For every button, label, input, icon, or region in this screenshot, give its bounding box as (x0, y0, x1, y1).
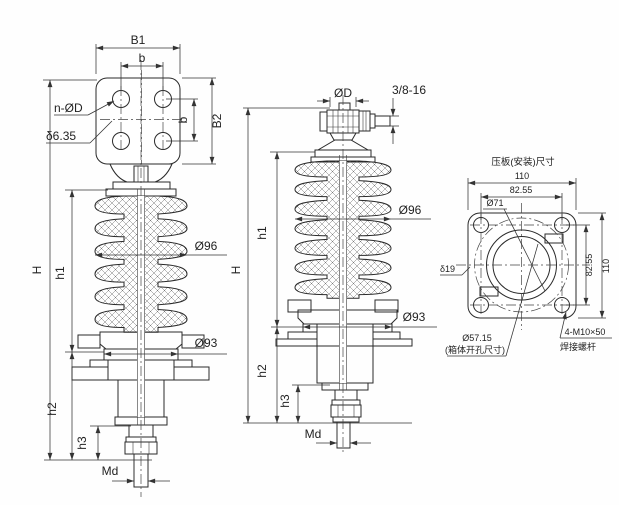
terminal-clamp (310, 102, 391, 163)
dim-md-left: Md (102, 464, 119, 478)
dim-b1: B1 (131, 33, 146, 47)
dim-h2-left: h2 (45, 402, 59, 416)
dim-8255-right: 82.55 (584, 254, 594, 277)
dim-b-top: b (139, 51, 146, 65)
center-rod (137, 60, 145, 497)
dim-h1-left: h1 (53, 266, 67, 280)
label-studs-spec: 4-M10×50 (565, 327, 606, 337)
dim-d93-mid: Ø93 (403, 310, 426, 324)
dim-d5715: Ø57.15 (462, 333, 492, 343)
label-n-holes: n-ØD (54, 101, 83, 115)
insulator-terminal-view: ØD 3/8-16 H h1 h2 h3 Md Ø96 Ø93 (229, 83, 437, 455)
dim-d93-left: Ø93 (195, 336, 218, 350)
dim-h3-mid: h3 (278, 394, 292, 408)
plate-dimensions: 110 82.55 Ø71 82.55 110 δ19 Ø57.15 (箱体开孔… (440, 171, 612, 357)
left-dimensions: B1 b B2 b n-ØD δ6.35 H h1 h2 h3 Md Ø96 Ø… (30, 33, 227, 485)
insulator-front-view: B1 b B2 b n-ØD δ6.35 H h1 h2 h3 Md Ø96 Ø… (30, 33, 227, 497)
dim-h1-mid: h1 (255, 226, 269, 240)
dim-d71: Ø71 (486, 198, 503, 208)
pressure-plate (456, 203, 590, 330)
plate-view-title: 压板(安装)尺寸 (491, 156, 555, 168)
dim-od: ØD (334, 86, 352, 100)
dim-d19: δ19 (440, 264, 455, 274)
mounting-plate-view: 压板(安装)尺寸 (440, 156, 612, 357)
label-cutout-note: (箱体开孔尺寸) (445, 344, 505, 355)
dim-110-right: 110 (601, 259, 611, 273)
center-rod-middle (339, 95, 347, 455)
bracket-plate (95, 70, 183, 172)
label-plate-thickness: δ6.35 (46, 129, 76, 143)
dim-h3-left: h3 (75, 436, 89, 450)
dim-d96-left: Ø96 (195, 239, 218, 253)
dim-d96-mid: Ø96 (399, 203, 422, 217)
dim-h2-mid: h2 (255, 364, 269, 378)
dim-thread-3816: 3/8-16 (392, 83, 426, 97)
middle-dimensions: ØD 3/8-16 H h1 h2 h3 Md Ø96 Ø93 (229, 83, 437, 447)
label-studs-note: 焊接螺杆 (560, 341, 596, 352)
dim-8255-top: 82.55 (510, 185, 533, 195)
dim-b2: B2 (210, 113, 224, 128)
dim-h-left: H (30, 266, 44, 275)
dim-h-mid: H (229, 266, 243, 275)
dim-b-right: b (176, 116, 190, 123)
bottom-stud-middle (330, 389, 362, 449)
dim-110-top: 110 (515, 171, 529, 181)
dim-md-mid: Md (305, 427, 322, 441)
